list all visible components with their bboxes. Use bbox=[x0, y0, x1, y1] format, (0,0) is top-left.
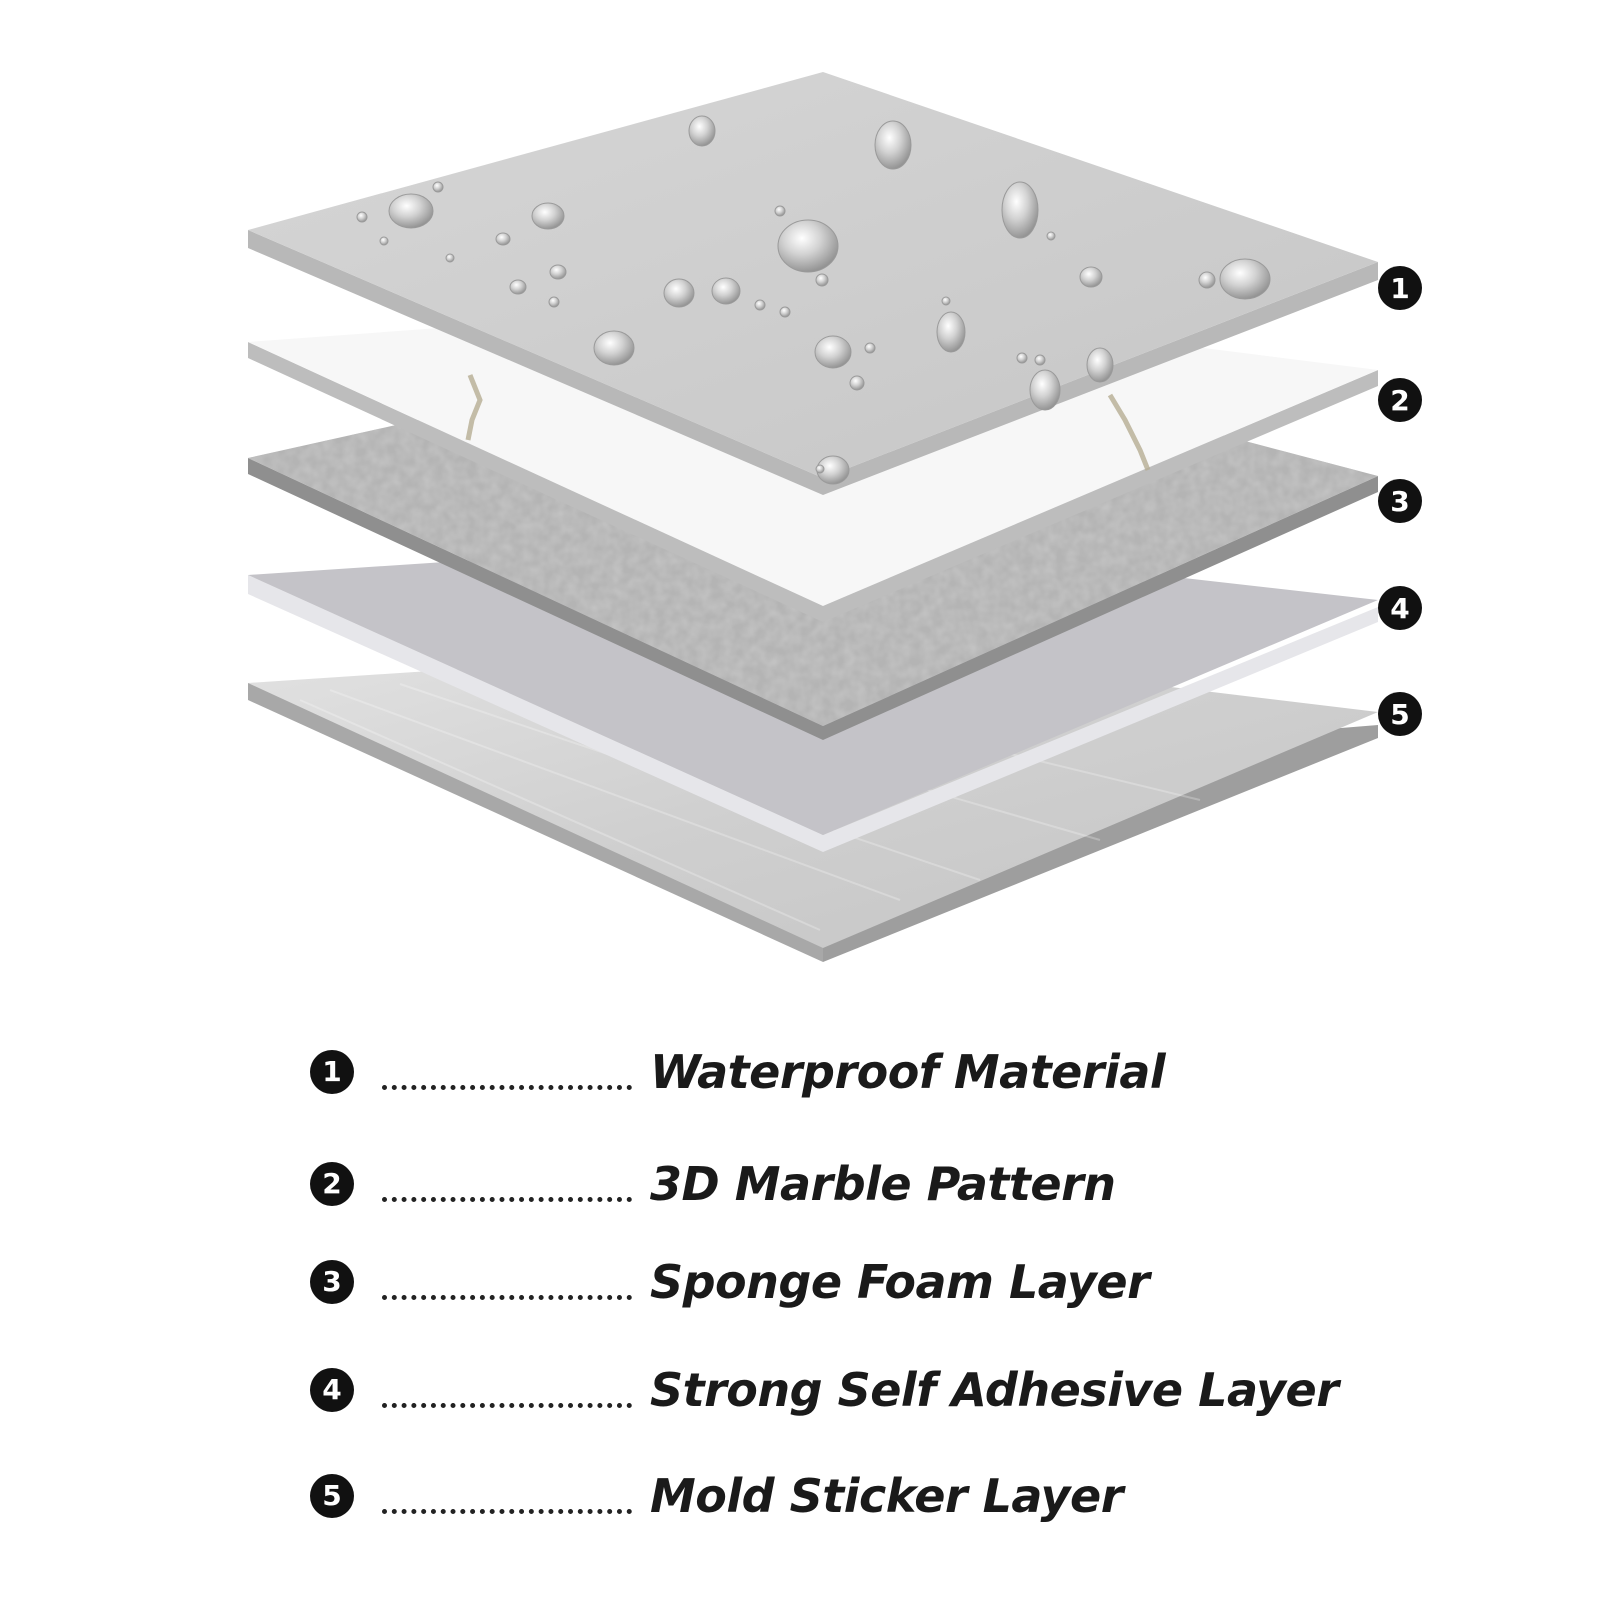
side-badge-4-number: 4 bbox=[1390, 592, 1409, 625]
side-badge-4: 4 bbox=[1378, 586, 1422, 630]
legend-row-2: 2 3D Marble Pattern bbox=[310, 1153, 1410, 1213]
legend-dotted-leader bbox=[382, 1153, 632, 1202]
side-badge-1: 1 bbox=[1378, 266, 1422, 310]
legend-label-foam: Sponge Foam Layer bbox=[650, 1255, 1150, 1309]
legend-label-mold: Mold Sticker Layer bbox=[650, 1469, 1123, 1523]
side-badge-1-number: 1 bbox=[1390, 272, 1409, 305]
legend-dotted-leader bbox=[382, 1359, 632, 1408]
legend-badge-4: 4 bbox=[310, 1368, 354, 1412]
legend-dotted-leader bbox=[382, 1465, 632, 1514]
legend-dotted-leader bbox=[382, 1251, 632, 1300]
legend-label-adhesive: Strong Self Adhesive Layer bbox=[650, 1363, 1339, 1417]
legend-row-4: 4 Strong Self Adhesive Layer bbox=[310, 1359, 1410, 1419]
waterproof-layer bbox=[248, 72, 1378, 495]
side-badge-3: 3 bbox=[1378, 479, 1422, 523]
side-badge-2-number: 2 bbox=[1390, 384, 1409, 417]
legend-row-5: 5 Mold Sticker Layer bbox=[310, 1465, 1410, 1525]
water-droplets bbox=[356, 115, 1271, 485]
legend-badge-3: 3 bbox=[310, 1260, 354, 1304]
side-badge-5: 5 bbox=[1378, 692, 1422, 736]
side-badge-2: 2 bbox=[1378, 378, 1422, 422]
legend-badge-2: 2 bbox=[310, 1162, 354, 1206]
legend-row-1: 1 Waterproof Material bbox=[310, 1041, 1410, 1101]
layer-stack-diagram: 1 2 3 4 5 bbox=[248, 72, 1422, 962]
legend-label-waterproof: Waterproof Material bbox=[650, 1045, 1166, 1099]
side-badge-5-number: 5 bbox=[1390, 698, 1409, 731]
side-badge-3-number: 3 bbox=[1390, 485, 1409, 518]
legend-row-3: 3 Sponge Foam Layer bbox=[310, 1251, 1410, 1311]
legend-badge-1: 1 bbox=[310, 1050, 354, 1094]
legend-badge-5: 5 bbox=[310, 1474, 354, 1518]
legend-label-marble: 3D Marble Pattern bbox=[650, 1157, 1116, 1211]
legend-dotted-leader bbox=[382, 1041, 632, 1090]
